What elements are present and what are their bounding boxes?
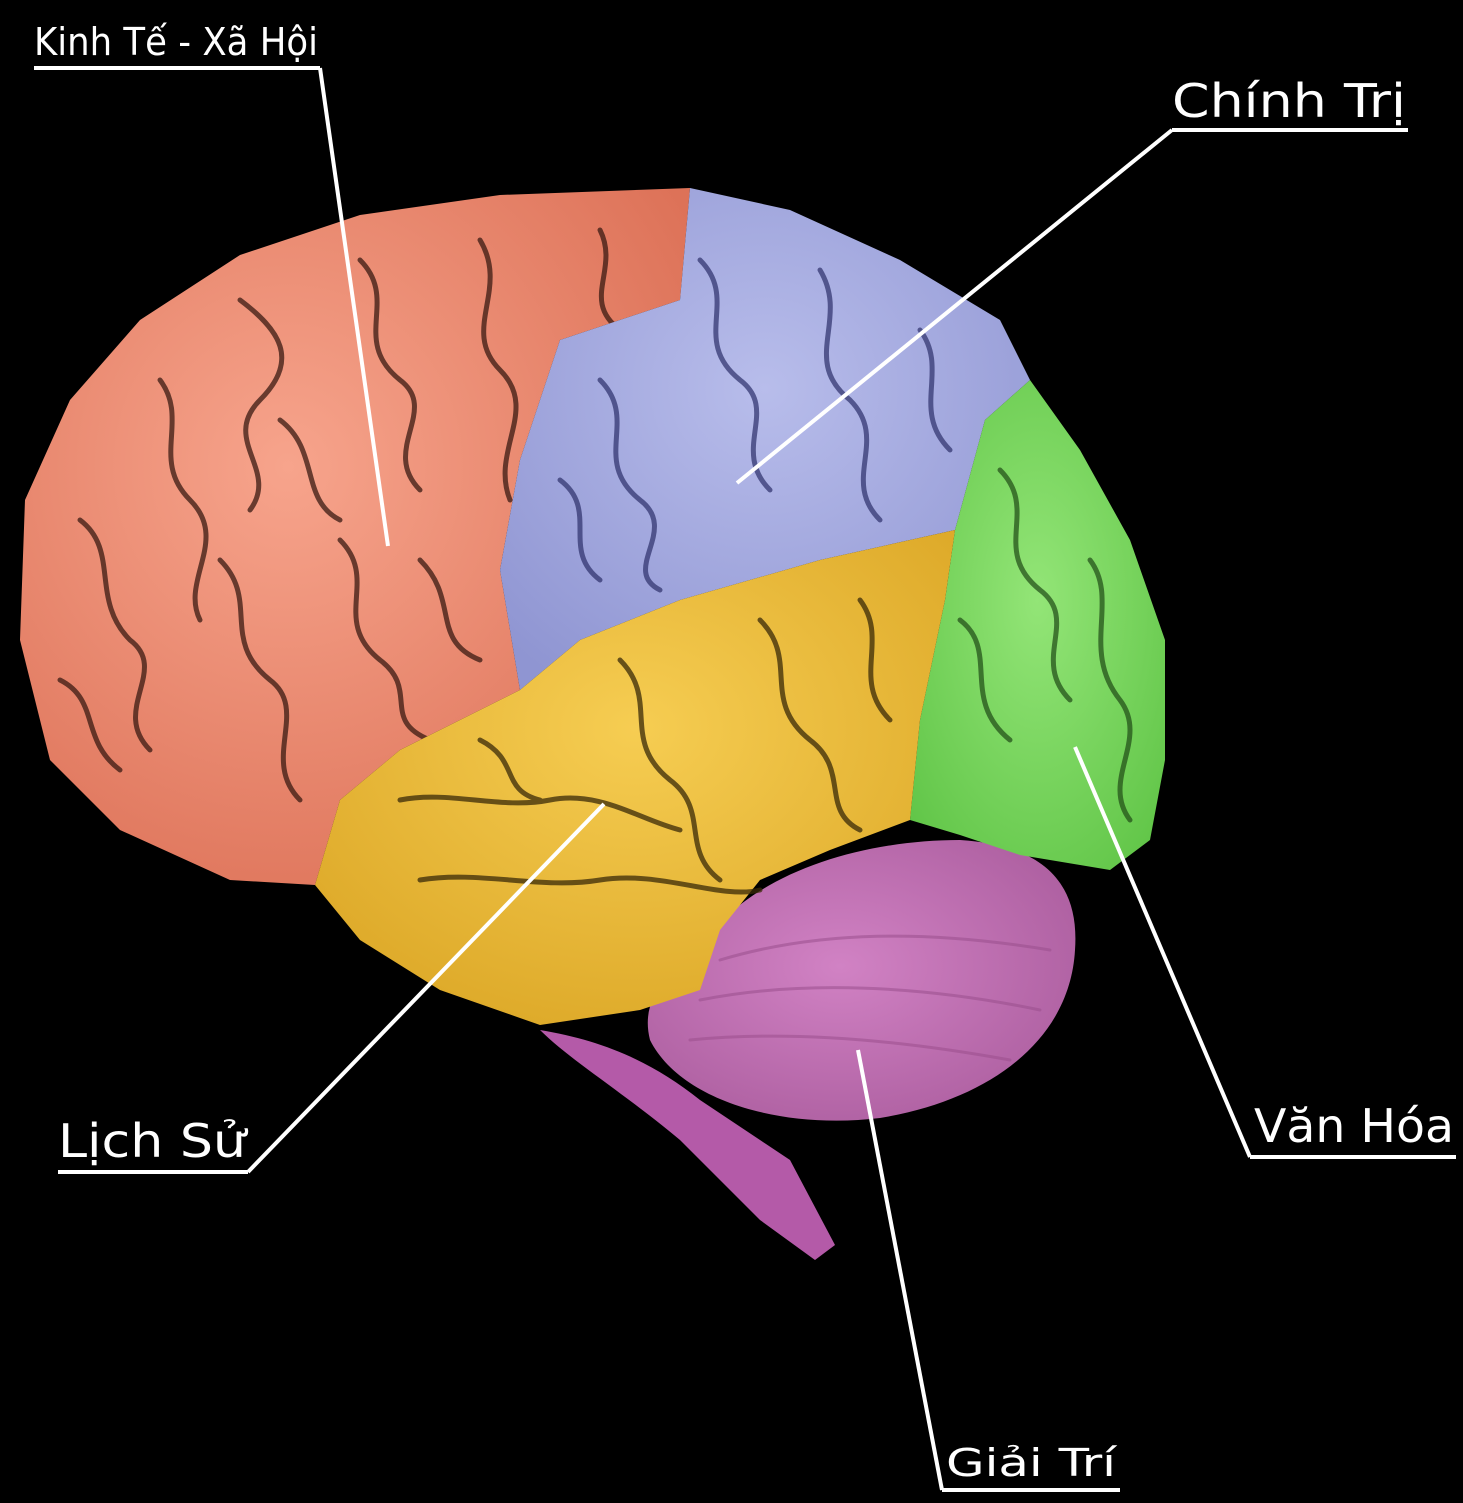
label-politics: Chính Trị	[1172, 74, 1406, 128]
label-history: Lịch Sử	[58, 1114, 249, 1168]
label-economy-society: Kinh Tế - Xã Hội	[34, 20, 318, 64]
label-entertainment: Giải Trí	[946, 1441, 1118, 1485]
leader-culture	[1075, 747, 1250, 1157]
leader-entertainment	[858, 1050, 942, 1490]
label-culture: Văn Hóa	[1254, 1099, 1454, 1153]
